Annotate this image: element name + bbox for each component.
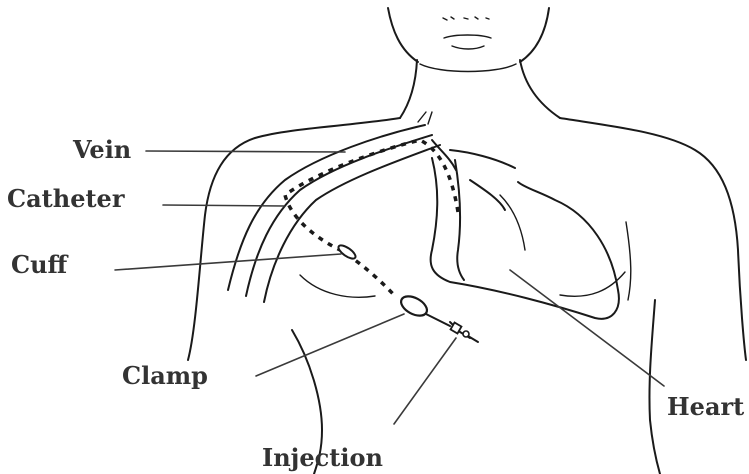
vein-bundle [228,112,456,302]
label-heart: Heart [667,395,744,419]
clamp-tube [426,314,450,326]
neck [400,60,560,118]
cuff [337,243,358,261]
chest-lines [300,222,631,300]
leader-catheter [163,205,284,206]
face [388,8,549,72]
leader-cuff [115,254,341,270]
leader-heart [510,270,664,386]
clamp [398,292,430,319]
label-catheter: Catheter [7,187,124,211]
leader-vein [146,151,345,152]
label-clamp: Clamp [122,364,208,388]
leader-clamp [256,314,404,376]
label-vein: Vein [73,138,131,162]
leader-injection [394,338,456,424]
injection-port [450,322,478,342]
heart-organ [431,150,619,319]
label-injection: Injection [262,446,383,470]
shoulders-arms [188,118,746,474]
label-cuff: Cuff [11,253,67,277]
